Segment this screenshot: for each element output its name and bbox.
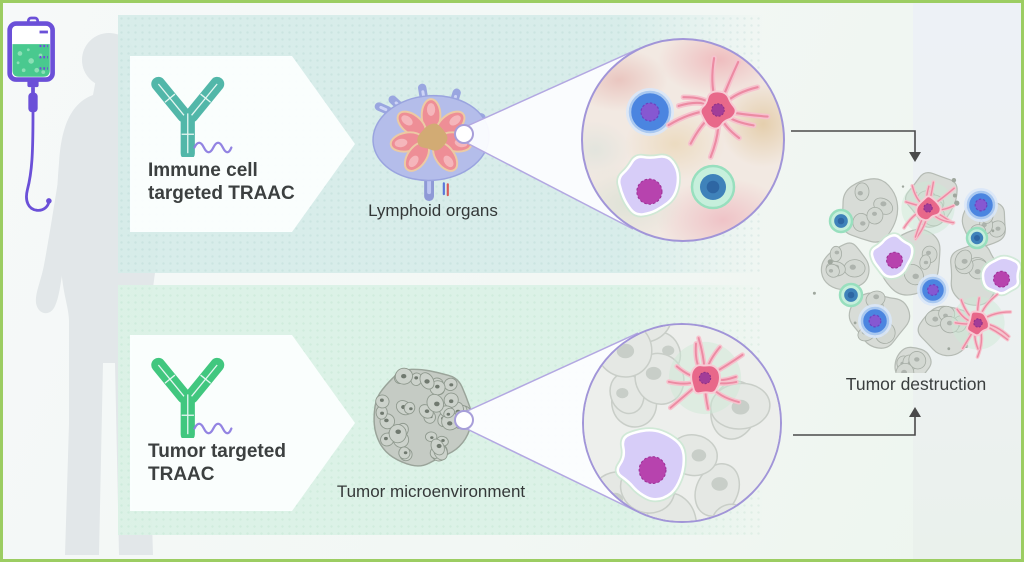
tumor-cells-cluster [895,351,927,373]
macrophage-icon [868,232,916,280]
dendritic-cell-icon [665,55,771,160]
nk-cell-icon [690,164,736,210]
tumor-traac-label-line2: TRAAC [148,464,215,485]
iv-tube [25,110,39,212]
immune-traac-label-line2: targeted TRAAC [148,183,295,204]
lymph-node-icon [372,83,490,202]
rna-strand-icon [193,422,233,435]
dendritic-cell-icon [666,335,745,415]
dendritic-cell-icon [951,292,1013,359]
magnified-view-lymphoid [581,38,785,242]
iv-infusion-bag-icon [7,16,55,212]
tumor-microenvironment-label: Tumor microenvironment [336,482,526,501]
arrow-to-destruction-top [791,130,921,162]
tumor-mass-icon [373,367,473,467]
arrow-to-destruction-bottom [793,407,921,436]
immune-traac-label: Immune cell targeted TRAAC [148,159,378,205]
rna-strand-icon [193,141,233,154]
dendritic-cell-icon [901,180,956,241]
macrophage-icon [616,153,681,218]
macrophage-icon [979,254,1021,297]
t-cell-icon [964,188,998,222]
tumor-cells-cluster [925,305,968,334]
tumor-traac-label: Tumor targeted TRAAC [148,440,378,486]
immune-traac-label-line1: Immune cell [148,160,258,181]
tumor-cells-cluster [954,249,989,280]
t-cell-icon [626,88,674,136]
nk-cell-icon [838,282,864,308]
tumor-traac-antibody-icon [151,357,233,438]
magnified-view-tumor [582,323,782,523]
tumor-destruction-label: Tumor destruction [845,374,987,394]
tumor-cells-cluster [852,182,894,232]
tumor-destruction-illustration [812,172,1021,373]
nk-cell-icon [965,226,989,250]
immune-traac-antibody-icon [151,76,233,157]
t-cell-icon [858,304,892,338]
tumor-cells-cluster [825,245,866,278]
lymphoid-organs-label: Lymphoid organs [368,201,498,220]
t-cell-icon [917,274,949,306]
macrophage-icon [614,427,687,503]
nk-cell-icon [828,208,854,234]
tumor-traac-label-line1: Tumor targeted [148,441,286,462]
